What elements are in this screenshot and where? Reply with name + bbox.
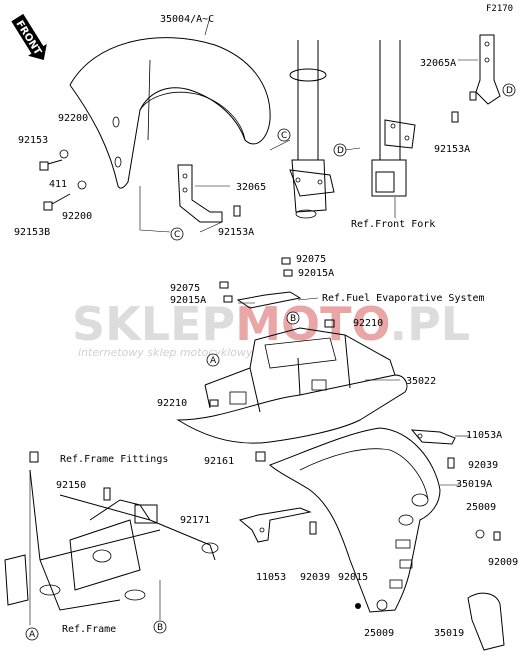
inner-fender-drawing xyxy=(176,257,408,462)
diagram-code: F2170 xyxy=(486,4,513,14)
label-92153A-right: 92153A xyxy=(434,144,470,155)
callout-c-fender: C xyxy=(170,227,184,241)
label-35019: 35019 xyxy=(434,628,464,639)
callout-a-bottom: A xyxy=(25,627,39,641)
label-92015A-left: 92015A xyxy=(170,295,206,306)
label-25009-bottom: 25009 xyxy=(364,628,394,639)
label-92075-top: 92075 xyxy=(296,254,326,265)
label-11053: 11053 xyxy=(256,572,286,583)
ref-frame-fittings: Ref.Frame Fittings xyxy=(60,454,168,465)
watermark: SKLEPMOTO.PL internetowy sklep motocyklo… xyxy=(72,297,470,359)
label-92200-bottom: 92200 xyxy=(62,211,92,222)
label-92200-top: 92200 xyxy=(58,113,88,124)
label-32065: 32065 xyxy=(236,182,266,193)
svg-text:C: C xyxy=(174,230,180,240)
label-35019A: 35019A xyxy=(456,479,492,490)
svg-text:B: B xyxy=(157,623,163,633)
frame-drawing xyxy=(4,451,219,625)
callout-a-top: A xyxy=(206,353,220,367)
svg-text:A: A xyxy=(210,356,217,366)
label-411: 411 xyxy=(49,179,67,190)
rear-fender-drawing xyxy=(238,427,505,651)
label-92075-left: 92075 xyxy=(170,283,200,294)
label-25009-top: 25009 xyxy=(466,502,496,513)
label-35022: 35022 xyxy=(406,376,436,387)
front-direction-badge: FRONT xyxy=(11,13,47,61)
front-fork-drawing xyxy=(269,34,501,219)
label-92171: 92171 xyxy=(180,515,210,526)
watermark-left: SKLEP xyxy=(72,297,235,351)
callout-b-top: B xyxy=(286,311,300,325)
label-32065A: 32065A xyxy=(420,58,456,69)
svg-text:D: D xyxy=(506,86,513,96)
label-92210-left: 92210 xyxy=(157,398,187,409)
label-92039-bottom: 92039 xyxy=(300,572,330,583)
callout-c-fork: C xyxy=(277,128,291,142)
ref-frame: Ref.Frame xyxy=(62,624,116,635)
svg-text:B: B xyxy=(290,314,296,324)
svg-text:C: C xyxy=(281,131,287,141)
label-92039-right: 92039 xyxy=(468,460,498,471)
label-35004: 35004/A~C xyxy=(160,14,214,25)
svg-text:SKLEPMOTO.PL: SKLEPMOTO.PL xyxy=(72,297,470,351)
label-92210-top: 92210 xyxy=(353,318,383,329)
svg-text:A: A xyxy=(29,630,36,640)
watermark-subtitle: internetowy sklep motocyklowy xyxy=(78,346,253,359)
ref-fuel-evaporative: Ref.Fuel Evaporative System xyxy=(322,293,485,304)
label-11053A: 11053A xyxy=(466,430,502,441)
front-fender-drawing xyxy=(39,16,271,233)
ref-front-fork: Ref.Front Fork xyxy=(351,219,435,230)
callout-d-left: D xyxy=(333,143,347,157)
label-92150: 92150 xyxy=(56,480,86,491)
label-92015A-top: 92015A xyxy=(298,268,334,279)
svg-text:D: D xyxy=(337,146,344,156)
label-92015: 92015 xyxy=(338,572,368,583)
callout-d-right: D xyxy=(502,83,516,97)
label-92161: 92161 xyxy=(204,456,234,467)
label-92009: 92009 xyxy=(488,557,518,568)
label-92153: 92153 xyxy=(18,135,48,146)
watermark-right: .PL xyxy=(390,297,471,351)
callout-b-bottom: B xyxy=(153,620,167,634)
label-92153A-left: 92153A xyxy=(218,227,254,238)
label-92153B: 92153B xyxy=(14,227,50,238)
